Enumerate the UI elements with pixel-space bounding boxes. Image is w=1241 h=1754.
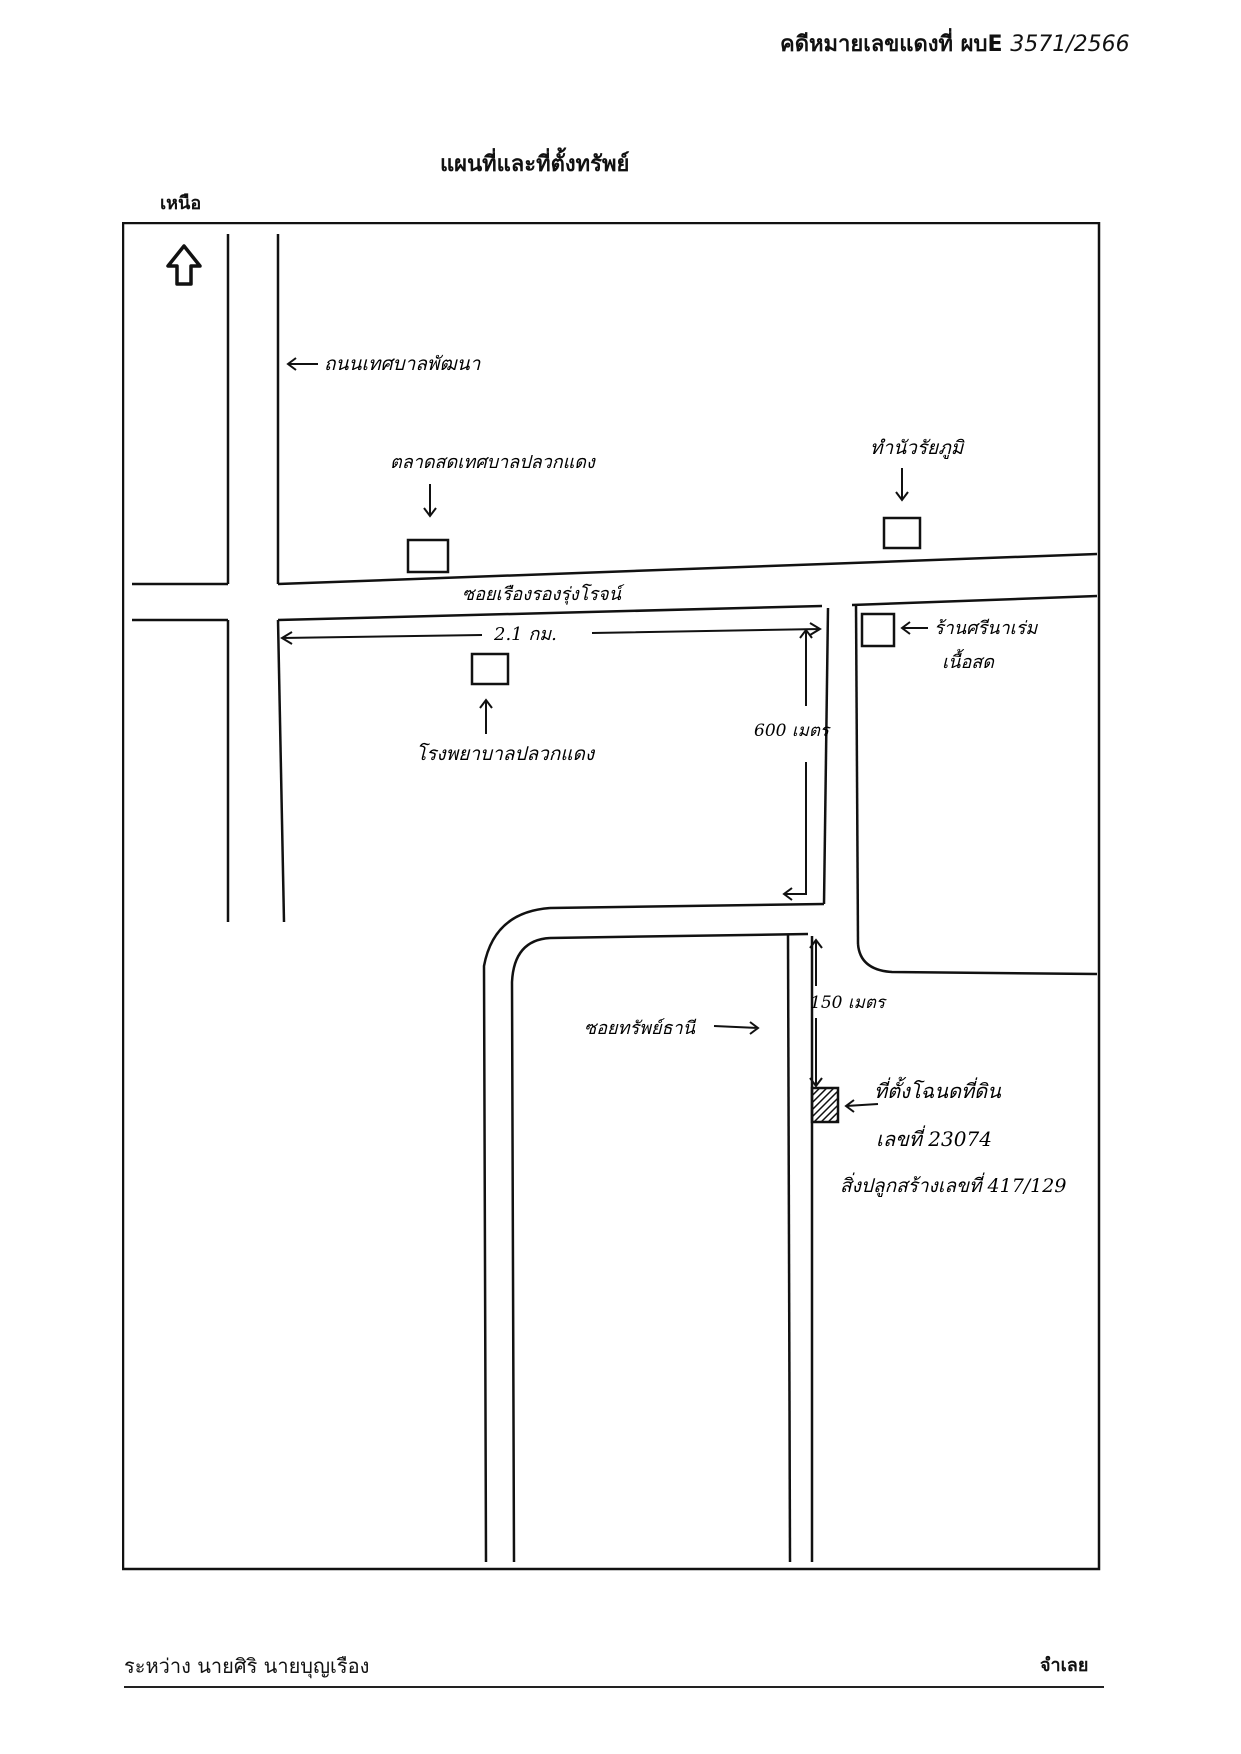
soi-main-road (132, 552, 1098, 622)
map-border (122, 222, 1101, 1571)
page-title: แผนที่และที่ตั้งทรัพย์ (440, 152, 630, 177)
temple-arrow (895, 468, 909, 502)
distance-main-label: 2.1 กม. (493, 624, 557, 645)
hospital-box (470, 652, 510, 686)
property-label-line3: สิ่งปลูกสร้างเลขที่ 417/129 (840, 1172, 1066, 1197)
fresh-market-arrow (423, 484, 437, 518)
shop-label-line1: ร้านศรีนาเร่ม (934, 618, 1038, 639)
distance-150-label: 150 เมตร (810, 993, 887, 1013)
distance-main-line (280, 622, 822, 645)
location-map: ถนนเทศบาลพัฒนา ซอยเรืองรองรุ่งโรจน์ ตลาด… (122, 222, 1101, 1571)
fresh-market-label: ตลาดสดเทศบาลปลวกแดง (390, 452, 596, 473)
connector-road (482, 603, 1098, 1563)
fresh-market-box (406, 538, 450, 574)
north-label: เหนือ (160, 193, 202, 214)
distance-600-line (782, 628, 813, 901)
north-arrow-icon (166, 244, 202, 286)
shop-arrow (900, 621, 928, 635)
property-label-line1: ที่ตั้งโฉนดที่ดิน (874, 1076, 1002, 1103)
soi-sap-arrow (713, 1021, 760, 1035)
hospital-arrow (479, 698, 493, 734)
footer-divider (124, 1686, 1104, 1688)
municipal-road-pointer-arrow (286, 357, 318, 371)
footer-parties: ระหว่าง นายศิริ นายบุญเรือง (124, 1654, 370, 1678)
distance-600-label: 600 เมตร (754, 721, 831, 741)
distance-150-line (809, 938, 823, 1088)
temple-box (882, 516, 922, 550)
case-label-text: คดีหมายเลขแดงที่ ผบE (780, 32, 1003, 57)
soi-sap-label: ซอยทรัพย์ธานี (584, 1018, 697, 1039)
municipal-road-label: ถนนเทศบาลพัฒนา (324, 353, 482, 375)
property-arrow (844, 1099, 879, 1113)
property-marker (810, 1086, 840, 1124)
case-number-label: คดีหมายเลขแดงที่ ผบE 3571/2566 (780, 26, 1130, 61)
shop-box (860, 612, 896, 648)
footer-defendant-label: จำเลย (1040, 1655, 1089, 1676)
shop-label-line2: เนื้อสด (942, 648, 995, 673)
property-label-line2: เลขที่ 23074 (876, 1125, 992, 1151)
soi-main-label: ซอยเรืองรองรุ่งโรจน์ (462, 583, 625, 605)
hospital-label: โรงพยาบาลปลวกแดง (416, 742, 596, 765)
temple-label: ทำนัวรัยภูมิ (870, 437, 965, 459)
municipal-road (226, 234, 286, 923)
case-number-handwritten: 3571/2566 (1010, 32, 1130, 57)
